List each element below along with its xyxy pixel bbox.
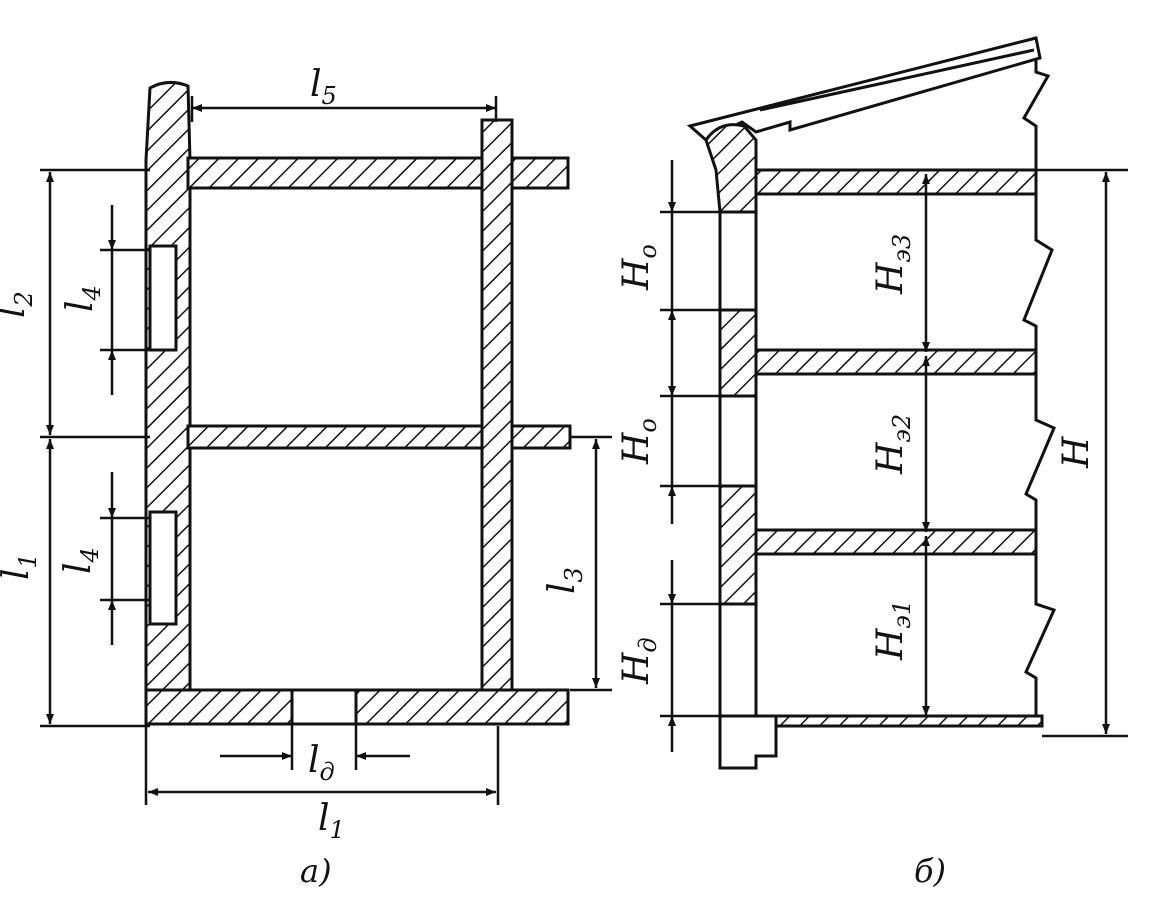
plan-labels: l5 l2 l1 l4 l4 l3 lд l1 а) bbox=[0, 64, 588, 890]
plan-view bbox=[144, 81, 572, 726]
caption-plan: а) bbox=[300, 852, 332, 890]
section-wall-pier-1 bbox=[718, 308, 758, 398]
label-l1-left: l1 bbox=[0, 553, 42, 580]
section-wall-door bbox=[718, 602, 758, 718]
plan-bottom-wall-left bbox=[144, 688, 294, 726]
section-view bbox=[686, 36, 1057, 770]
section-slab-roof bbox=[754, 168, 1038, 196]
label-He1: Hэ1 bbox=[870, 600, 916, 661]
section-slab-3 bbox=[754, 348, 1038, 376]
section-break-line-2 bbox=[1024, 374, 1056, 530]
caption-section: б) bbox=[914, 852, 946, 890]
plan-window-lower bbox=[148, 510, 178, 626]
section-break-line-3 bbox=[1024, 554, 1057, 716]
section-cornice bbox=[704, 123, 758, 214]
section-break-line-1 bbox=[1022, 194, 1054, 350]
section-slab-2 bbox=[754, 528, 1038, 556]
section-labels: Ho Ho Hд Hэ3 Hэ2 Hэ1 H б) bbox=[616, 234, 1097, 890]
label-ld: lд bbox=[308, 740, 335, 786]
section-dimensions bbox=[660, 160, 1128, 752]
label-Hd: Hд bbox=[616, 637, 662, 685]
plan-bottom-wall-right bbox=[354, 688, 570, 726]
section-slab-ground bbox=[774, 714, 1044, 728]
section-wall-window-2 bbox=[718, 394, 758, 488]
section-wall-window-1 bbox=[718, 210, 758, 312]
label-He3: Hэ3 bbox=[870, 234, 916, 295]
label-l4-lower: l4 bbox=[58, 547, 104, 574]
section-wall-pier-2 bbox=[718, 484, 758, 606]
plan-dimensions bbox=[40, 96, 612, 805]
label-l3: l3 bbox=[542, 567, 588, 594]
plan-room-lower bbox=[188, 446, 484, 692]
plan-right-wall bbox=[480, 118, 514, 694]
section-break-line-top bbox=[1022, 60, 1051, 170]
label-He2: Hэ2 bbox=[870, 414, 916, 475]
plan-window-upper bbox=[148, 244, 178, 352]
section-foundation bbox=[718, 714, 778, 770]
label-l4-upper: l4 bbox=[60, 285, 106, 312]
label-Ho-mid: Ho bbox=[616, 418, 662, 465]
label-H: H bbox=[1056, 436, 1097, 469]
plan-left-wall bbox=[144, 81, 192, 724]
plan-room-upper bbox=[188, 186, 484, 428]
label-Ho-top: Ho bbox=[616, 244, 662, 291]
label-l5: l5 bbox=[310, 64, 337, 110]
label-l2: l2 bbox=[0, 291, 38, 318]
label-l1-bottom: l1 bbox=[318, 798, 345, 844]
